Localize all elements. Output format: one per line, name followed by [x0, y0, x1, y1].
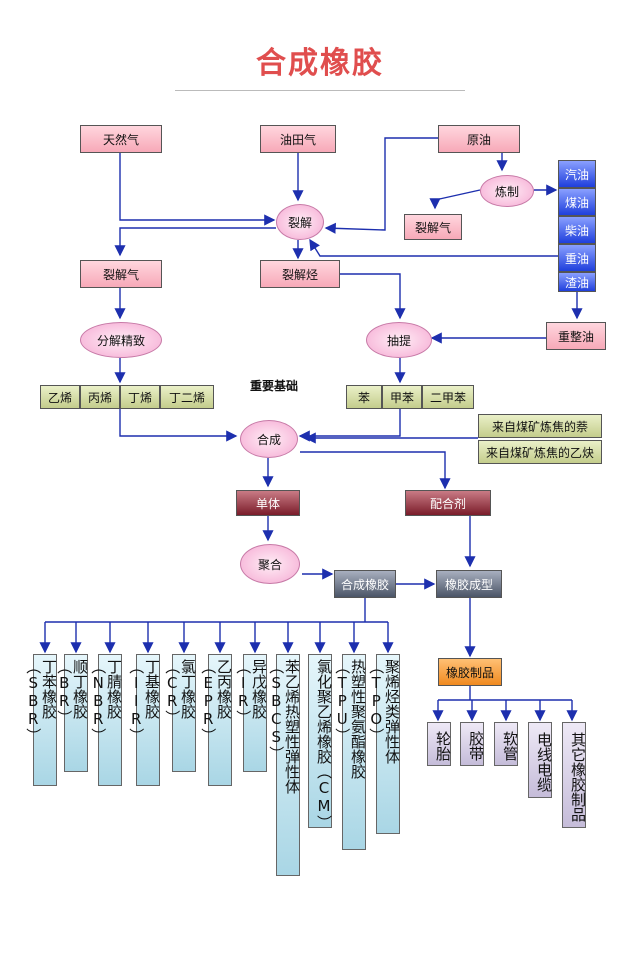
rubber-products-box: 橡胶制品 [438, 658, 502, 686]
coal-acetylene-box: 来自煤矿炼焦的乙炔 [478, 440, 602, 464]
ethylene-box: 乙烯 [40, 385, 80, 409]
rubber-type-epr: 乙丙橡胶（EPR） [199, 654, 233, 786]
oilfield-gas-box: 油田气 [260, 125, 336, 153]
propylene-box: 丙烯 [80, 385, 120, 409]
rubber-type-br: 顺丁橡胶（BR） [55, 654, 89, 772]
toluene-box: 甲苯 [382, 385, 422, 409]
rubber-type-ir: 异戊橡胶（IR） [234, 654, 268, 772]
rubber-type-sbr: 丁苯橡胶（SBR） [24, 654, 58, 786]
rubber-type-sbcs: 苯乙烯热塑性弹性体（SBCS） [267, 654, 301, 876]
rubber-molding-box: 橡胶成型 [436, 570, 502, 598]
cracked-hydrocarbon-box: 裂解烃 [260, 260, 340, 288]
residual-oil-box: 渣油 [558, 272, 596, 292]
rubber-type-cm: 氯化聚乙烯橡胶（CM） [308, 654, 333, 830]
kerosene-box: 煤油 [558, 188, 596, 216]
product-belts: 胶带 [460, 722, 485, 766]
rubber-type-tpu: 热塑性聚氨酯橡胶（TPU） [333, 654, 367, 850]
page-title: 合成橡胶 [256, 46, 384, 81]
heavy-oil-box: 重油 [558, 244, 596, 272]
rubber-type-nbr: 丁腈橡胶（NBR） [89, 654, 123, 786]
cracked-gas-left-box: 裂解气 [80, 260, 162, 288]
product-other: 其它橡胶制品 [562, 722, 587, 828]
product-tires: 轮胎 [427, 722, 452, 766]
refining-process: 炼制 [480, 175, 534, 207]
extraction-process: 抽提 [366, 322, 432, 358]
product-hoses: 软管 [494, 722, 519, 766]
compounding-agent-box: 配合剂 [405, 490, 491, 516]
rubber-type-iir: 丁基橡胶（IIR） [127, 654, 161, 786]
diesel-box: 柴油 [558, 216, 596, 244]
product-cables: 电线电缆 [528, 722, 553, 798]
xylene-box: 二甲苯 [422, 385, 474, 409]
synthetic-rubber-box: 合成橡胶 [334, 570, 396, 598]
monomer-box: 单体 [236, 490, 300, 516]
gasoline-box: 汽油 [558, 160, 596, 188]
reformed-oil-box: 重整油 [546, 322, 606, 350]
rubber-type-tpo: 聚烯烃类弹性体（TPO） [367, 654, 401, 834]
important-base-label: 重要基础 [250, 379, 299, 393]
synthesis-process: 合成 [240, 420, 298, 458]
benzene-box: 苯 [346, 385, 382, 409]
polymerization-process: 聚合 [240, 544, 300, 584]
cracking-process: 裂解 [276, 204, 324, 240]
coal-naphthalene-box: 来自煤矿炼焦的萘 [478, 414, 602, 438]
butylene-box: 丁烯 [120, 385, 160, 409]
decomposition-process: 分解精致 [80, 322, 162, 358]
title-divider [175, 90, 465, 91]
butadiene-box: 丁二烯 [160, 385, 214, 409]
cracked-gas-right-box: 裂解气 [404, 214, 462, 240]
natural-gas-box: 天然气 [80, 125, 162, 153]
crude-oil-box: 原油 [438, 125, 520, 153]
rubber-type-cr: 氯丁橡胶（CR） [163, 654, 197, 772]
